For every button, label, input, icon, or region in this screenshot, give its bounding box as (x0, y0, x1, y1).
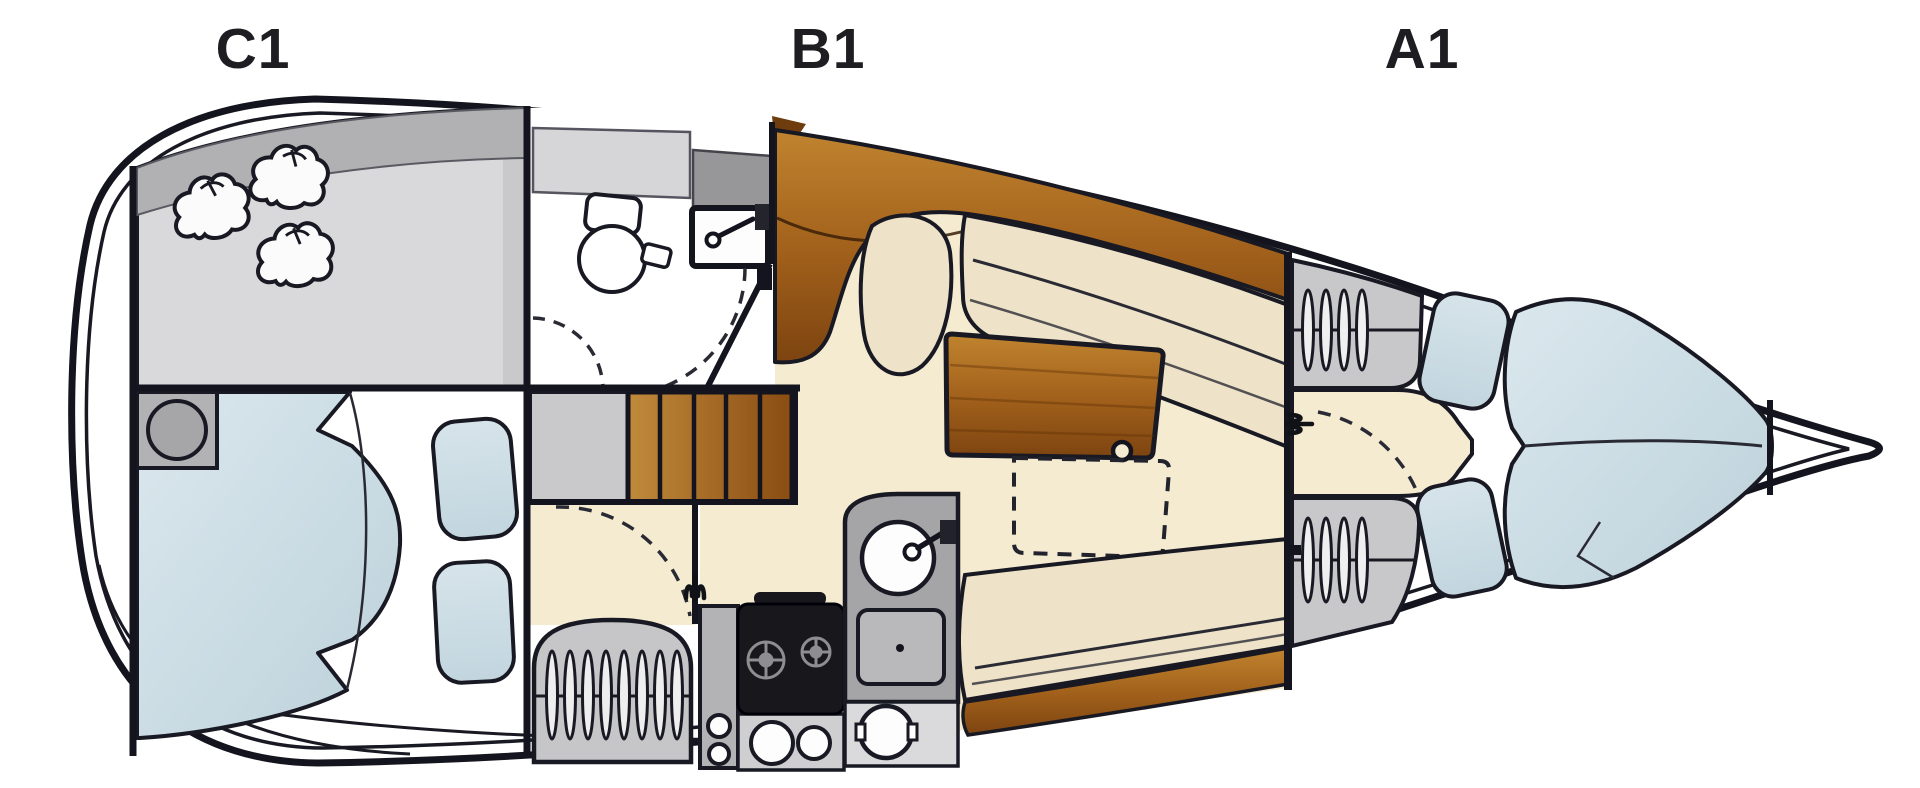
sink-fitting (940, 520, 956, 544)
forward-cabin (1287, 257, 1774, 649)
board-dot (896, 644, 904, 652)
companionway (528, 389, 795, 505)
galley (698, 491, 961, 772)
starboard-wood-trim (961, 645, 1290, 737)
basin-fitting (755, 204, 771, 230)
stove-handle (754, 592, 826, 605)
head-compartment (530, 107, 774, 398)
chart-seat (858, 213, 954, 377)
aft-cabin-seat-circle (146, 399, 208, 461)
v-berth-cushion (1415, 477, 1509, 599)
port-wood-sheer (773, 128, 1290, 365)
aft-double-berth (135, 390, 403, 740)
hanger-loops-icon (1301, 288, 1369, 372)
hanger-loops-icon (1301, 516, 1369, 604)
aft-cabin-entrance (530, 503, 704, 765)
v-berth-mattress (1502, 297, 1774, 590)
v-berth-crease (1576, 521, 1615, 580)
port-settee-seam (972, 258, 1289, 367)
section-label-a1: A1 (1384, 17, 1460, 81)
starboard-settee-seam-2 (971, 632, 1289, 686)
berth-fold-line (345, 392, 368, 690)
berth-pillow (432, 559, 516, 685)
galley-counter-left (698, 604, 740, 770)
head-shelf-light (531, 126, 692, 200)
section-label-b1: B1 (790, 17, 866, 81)
round-basin (857, 703, 915, 761)
v-berth-seam (1523, 439, 1763, 448)
fwd-door-hinge (1288, 545, 1301, 555)
berth-pillow (431, 416, 519, 542)
basin-ear (906, 722, 919, 742)
basin-drain (704, 231, 722, 249)
step-dividers (657, 394, 763, 500)
hanger-loops-icon (545, 649, 684, 741)
saloon-table (943, 331, 1166, 463)
head-door-swing-arc (578, 267, 747, 398)
bulkheads (129, 106, 1292, 758)
starboard-settee (957, 536, 1290, 703)
toilet-icon (577, 192, 673, 294)
head-door-lock (757, 268, 772, 290)
stove-burner-icon (746, 636, 832, 680)
section-label-c1: C1 (215, 17, 291, 81)
galley-knob (707, 742, 731, 766)
corridor-door-swing-arc (555, 505, 692, 617)
galley-sink (859, 519, 937, 597)
stair-landing (528, 390, 630, 504)
stove-front-circle (749, 720, 795, 766)
starboard-settee-seam (974, 616, 1289, 670)
basin-faucet-icon (716, 216, 756, 239)
corridor-floor (530, 505, 695, 625)
v-berth-cushion (1417, 291, 1511, 411)
companionway-steps (625, 389, 795, 505)
table-knob (1110, 439, 1134, 463)
stove-front-circle (796, 725, 832, 761)
galley-knob (706, 713, 732, 739)
basin-ear (854, 722, 867, 742)
